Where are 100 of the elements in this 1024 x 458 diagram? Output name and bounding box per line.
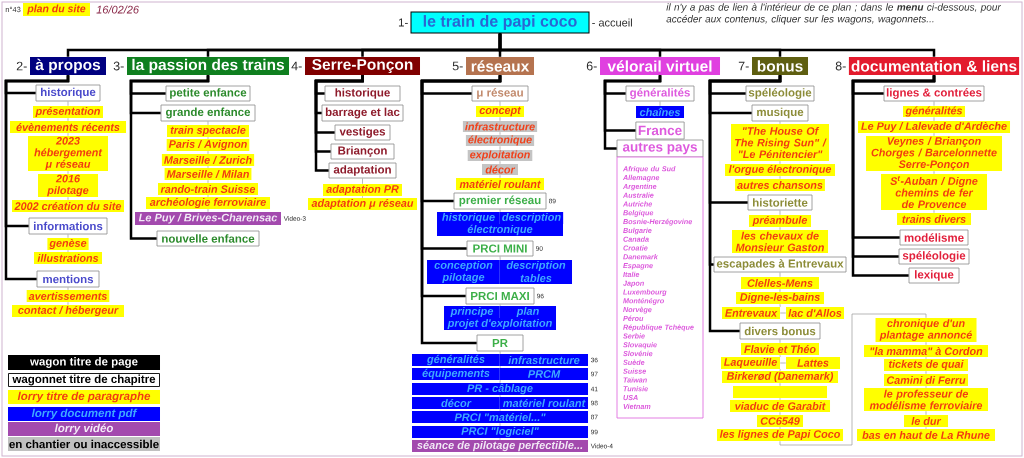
connector-line [314, 75, 364, 172]
chapter-box: nouvelle enfance [156, 230, 260, 247]
highlighted-link: évènements récents [10, 121, 126, 133]
document-link: pilotage [427, 272, 500, 284]
highlighted-link: train spectacle [167, 125, 249, 137]
page-title-tag: plan du site [23, 3, 90, 16]
connector-line [779, 272, 781, 278]
highlighted-link: 2023 hébergement μ réseau [28, 136, 108, 171]
document-link: infrastructure [500, 354, 588, 366]
highlighted-link: trains divers [897, 213, 971, 225]
document-link: historique [437, 212, 500, 224]
highlighted-link: concept [476, 106, 524, 117]
highlighted-link: archéologie ferroviaire [146, 197, 270, 209]
chapter-box: lexique [908, 267, 960, 284]
connector-line [779, 313, 927, 446]
highlighted-link: Le Puy / Lalevade d'Ardèche [858, 121, 1010, 133]
highlighted-link: 2016 pilotage [38, 174, 98, 197]
highlighted-link: les chevaux de Monsieur Gaston [732, 230, 828, 253]
highlighted-link: bas en haut de La Rhune [857, 429, 995, 441]
empty-highlight-box [733, 386, 827, 398]
greyed-link: décor [482, 164, 518, 175]
highlighted-link: Clelles-Mens [741, 277, 819, 289]
highlighted-link: présentation [33, 106, 103, 118]
highlighted-link: adaptation μ réseau [308, 198, 417, 210]
chapter-box: divers bonus [739, 322, 821, 340]
highlighted-link: Marseille / Milan [164, 168, 252, 180]
chapter-box: France [635, 121, 685, 140]
chapter-box: grande enfance [160, 104, 256, 122]
caption-text: - accueil [592, 18, 632, 27]
connector-line [362, 195, 363, 199]
highlighted-link: tickets de quai [884, 359, 968, 371]
highlighted-link: l'orgue électronique [725, 164, 835, 176]
document-link: plan [500, 306, 556, 318]
chapter-box: historiette [747, 194, 813, 211]
highlighted-link: rando-train Suisse [158, 183, 258, 195]
chapter-box: vestiges [334, 124, 391, 141]
highlighted-link: le dur [904, 415, 948, 427]
highlighted-link: adaptation PR [323, 184, 402, 196]
section-number: 6- [586, 61, 597, 71]
chapter-box: historique [324, 85, 401, 102]
connector-line [67, 101, 69, 107]
section-box: réseaux [466, 57, 534, 75]
highlighted-link: Digne-les-bains [736, 292, 824, 304]
highlighted-link: autres chansons [735, 179, 825, 191]
highlighted-link: chronique d'un plantage annoncé [875, 318, 977, 342]
chapter-box: historique [35, 84, 101, 102]
chapter-box: mentions [36, 270, 100, 288]
section-number: 5- [452, 61, 463, 71]
connector-line [603, 75, 662, 150]
connector-line [499, 256, 501, 261]
connector-line [420, 75, 502, 345]
highlighted-link: Paris / Avignon [166, 139, 250, 151]
connector-line [779, 303, 781, 308]
highlighted-link: Marseille / Zurich [161, 154, 255, 166]
connector-line [499, 101, 501, 107]
greyed-link: électronique [465, 134, 535, 147]
legend-text: en chantier ou inaccessible [9, 439, 159, 449]
connector-line [499, 394, 501, 398]
section-number: 8- [835, 61, 846, 71]
connector-line [362, 178, 363, 185]
connector-line [779, 354, 781, 358]
document-link: tables [500, 272, 572, 284]
document-link: description [500, 260, 572, 272]
document-link: généralités [412, 354, 500, 366]
highlighted-link: Entrevaux [722, 307, 780, 319]
highlighted-link: 2002 création du site [12, 200, 124, 212]
site-title-box: le train de papi coco [410, 11, 590, 34]
highlighted-link: avertissements [26, 290, 110, 302]
connector-line [933, 101, 935, 107]
connector-line [499, 304, 501, 307]
highlighted-link: préambule [749, 215, 811, 227]
chapter-box: musique [751, 104, 809, 122]
legend-text: wagon titre de page [30, 357, 138, 368]
document-link: description [499, 212, 564, 224]
document-link: matériel roulant [500, 397, 588, 409]
connector-line [659, 101, 661, 107]
chapter-box: PRCI MAXI [465, 287, 535, 305]
highlighted-link: illustrations [34, 252, 102, 264]
chapter-box: PR [476, 334, 524, 352]
connector-line [779, 368, 781, 372]
connector-line [498, 33, 936, 57]
document-link: PRCI "logiciel" [412, 426, 588, 438]
document-link: chaînes [636, 106, 684, 118]
highlighted-link: contact / hébergeur [12, 305, 124, 317]
highlighted-link: les lignes de Papi Coco [717, 429, 843, 441]
connector-line [499, 209, 501, 213]
highlighted-link: lac d'Allos [786, 307, 844, 319]
chapter-box: μ réseau [471, 85, 529, 102]
connector-line [499, 351, 501, 355]
highlighted-link: Laqueuille [721, 357, 780, 369]
highlighted-link: généralités [903, 105, 965, 118]
document-link: conception [427, 260, 500, 272]
section-number: 7- [738, 61, 749, 71]
section-number: 1- [398, 18, 408, 27]
document-link: principe [444, 306, 500, 318]
date-text: 16/02/26 [96, 5, 139, 14]
chapter-box: informations [28, 217, 108, 235]
note-text: il n'y a pas de lien à l'intérieur de ce plan ; dans le menu ci-dessous, pour accéder aux contenus, cliquer sur les wagons, wagonnets... [666, 3, 1002, 25]
greyed-link: infrastructure [462, 121, 538, 132]
section-box: bonus [752, 57, 808, 75]
